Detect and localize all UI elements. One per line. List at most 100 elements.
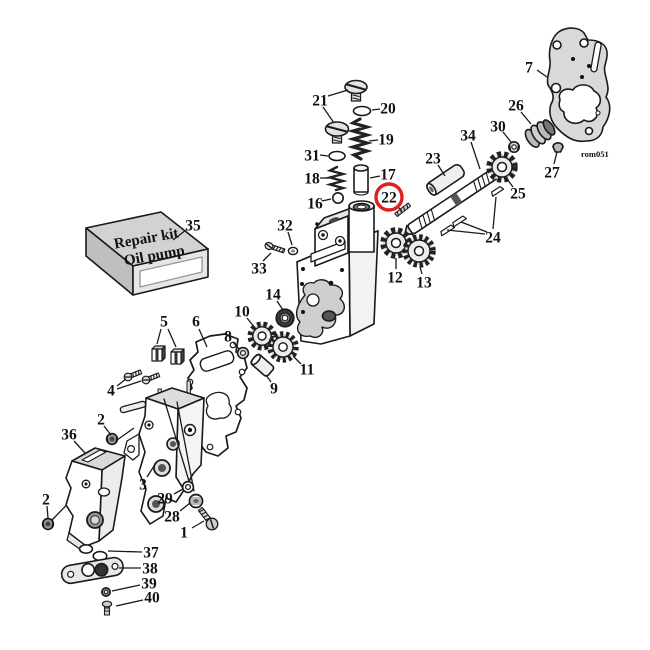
leader-line-27: [553, 151, 558, 165]
callout-29[interactable]: 29: [157, 491, 173, 508]
part-gear-11: [267, 331, 299, 363]
part-oring-37a: [78, 543, 94, 554]
leader-line-28: [179, 502, 191, 512]
callout-35[interactable]: 35: [185, 218, 201, 235]
leader-line-5: [156, 328, 162, 345]
leader-line-24: [460, 221, 488, 233]
part-gear-10: [247, 321, 277, 351]
part-nut-2b: [41, 517, 55, 531]
callout-17[interactable]: 17: [380, 167, 396, 184]
callout-9[interactable]: 9: [270, 381, 278, 398]
callout-5[interactable]: 5: [160, 314, 168, 331]
leader-line-13: [419, 266, 423, 275]
callout-27[interactable]: 27: [544, 165, 560, 182]
leader-line-29: [173, 488, 184, 495]
part-oil-pump-body: [295, 200, 379, 345]
part-seal-14: [275, 308, 295, 328]
part-pin-9: [250, 353, 275, 377]
leader-line-10: [246, 317, 256, 329]
callout-39[interactable]: 39: [141, 576, 157, 593]
callout-36[interactable]: 36: [61, 427, 77, 444]
callout-31[interactable]: 31: [304, 148, 320, 165]
callout-3[interactable]: 3: [139, 477, 147, 494]
callout-38[interactable]: 38: [142, 561, 158, 578]
leader-line-24: [492, 196, 497, 230]
leader-line-23: [437, 164, 446, 177]
part-repair-kit-box: [85, 211, 209, 296]
part-plate-38: [60, 556, 124, 585]
leader-line-36: [73, 440, 86, 454]
callout-34[interactable]: 34: [460, 128, 476, 145]
callout-10[interactable]: 10: [234, 304, 250, 321]
callout-20[interactable]: 20: [380, 101, 396, 118]
part-key-5b: [170, 348, 185, 365]
leader-line-21: [322, 106, 335, 124]
callout-26[interactable]: 26: [508, 98, 524, 115]
part-washer-39: [101, 586, 112, 597]
callout-21[interactable]: 21: [312, 93, 328, 110]
callout-16[interactable]: 16: [307, 196, 323, 213]
part-nut-30: [507, 141, 520, 154]
callout-25[interactable]: 25: [510, 186, 526, 203]
leader-line-5: [167, 328, 177, 348]
callout-14[interactable]: 14: [265, 287, 281, 304]
part-key-24b: [452, 215, 467, 228]
leader-line-24: [446, 229, 486, 235]
callout-30[interactable]: 30: [490, 119, 506, 136]
part-washer-32: [287, 246, 299, 256]
leader-line-17: [369, 175, 381, 179]
part-key-5a: [151, 345, 166, 362]
part-plug-27: [552, 142, 564, 153]
leader-line-6: [198, 328, 208, 348]
leader-line-16: [321, 198, 332, 202]
part-spring-19: [347, 117, 373, 161]
leader-line-32: [287, 231, 293, 246]
part-plunger-17: [353, 164, 369, 196]
part-oring-20: [352, 105, 372, 117]
callout-40[interactable]: 40: [144, 590, 160, 607]
leader-line-31: [319, 154, 329, 157]
leader-line-9: [265, 374, 272, 383]
leader-line-14: [276, 300, 284, 311]
part-mount-plate: [546, 27, 611, 143]
callout-8[interactable]: 8: [224, 329, 232, 346]
callout-11[interactable]: 11: [300, 362, 315, 379]
leader-line-1: [191, 520, 205, 529]
callout-2[interactable]: 2: [42, 492, 50, 509]
callout-23[interactable]: 23: [425, 151, 441, 168]
part-washer-29: [181, 480, 195, 494]
part-ball-16: [331, 192, 344, 205]
leader-line-11: [292, 355, 302, 365]
leader-line-2: [46, 505, 49, 519]
highlight-circle-22: [374, 182, 404, 212]
callout-33[interactable]: 33: [251, 261, 267, 278]
leader-line-34: [470, 141, 481, 170]
callout-6[interactable]: 6: [192, 314, 200, 331]
callout-13[interactable]: 13: [416, 275, 432, 292]
leader-line-25: [506, 178, 514, 188]
callout-24[interactable]: 24: [485, 230, 501, 247]
part-gear-25: [486, 151, 518, 183]
part-spring-18: [325, 165, 348, 192]
callout-32[interactable]: 32: [277, 218, 293, 235]
leader-line-33: [262, 252, 272, 262]
callout-12[interactable]: 12: [387, 270, 403, 287]
part-cap-screw-21a: [344, 79, 368, 102]
part-key-24c: [491, 185, 505, 197]
callout-4[interactable]: 4: [107, 383, 115, 400]
callout-2[interactable]: 2: [97, 412, 105, 429]
callout-28[interactable]: 28: [164, 509, 180, 526]
leader-line-8: [232, 341, 240, 350]
callout-18[interactable]: 18: [304, 171, 320, 188]
callout-1[interactable]: 1: [180, 525, 188, 542]
leader-line-39: [111, 584, 141, 592]
callout-19[interactable]: 19: [378, 132, 394, 149]
leader-line-20: [371, 108, 381, 111]
leader-line-4: [116, 378, 127, 387]
callout-37[interactable]: 37: [143, 545, 159, 562]
callout-7[interactable]: 7: [525, 60, 533, 77]
callout-22[interactable]: 22: [381, 190, 397, 207]
